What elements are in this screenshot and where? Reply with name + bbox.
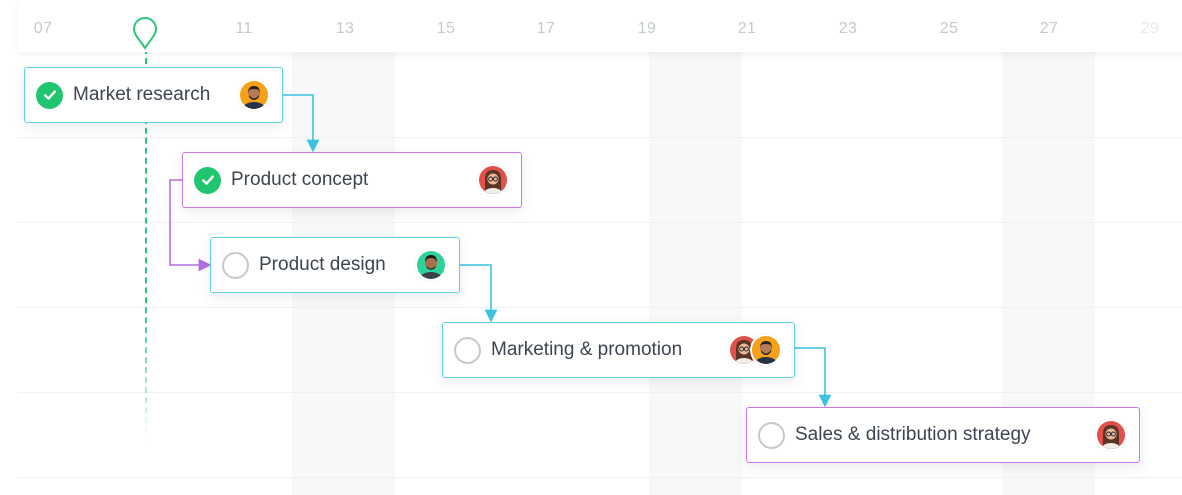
row-divider bbox=[18, 222, 1182, 223]
day-label: 27 bbox=[1039, 20, 1059, 37]
dependency-arrow bbox=[169, 179, 212, 272]
task-bar-product-concept[interactable]: Product concept bbox=[182, 152, 522, 208]
row-divider bbox=[18, 392, 1182, 393]
dependency-arrow bbox=[460, 264, 498, 323]
row-divider bbox=[18, 307, 1182, 308]
today-pin-icon[interactable] bbox=[132, 16, 158, 50]
day-label: 21 bbox=[737, 20, 757, 37]
check-icon[interactable] bbox=[36, 81, 63, 109]
task-bar-sales-distribution-strategy[interactable]: Sales & distribution strategy bbox=[746, 407, 1140, 463]
avatar[interactable] bbox=[415, 249, 447, 281]
dependency-arrow bbox=[795, 347, 832, 408]
task-bar-product-design[interactable]: Product design bbox=[210, 237, 460, 293]
assignees bbox=[238, 79, 270, 111]
day-label: 25 bbox=[939, 20, 959, 37]
assignees bbox=[1095, 419, 1127, 451]
task-name: Market research bbox=[73, 84, 211, 105]
task-name: Sales & distribution strategy bbox=[795, 424, 1031, 445]
task-name: Marketing & promotion bbox=[491, 339, 683, 360]
avatar[interactable] bbox=[750, 334, 782, 366]
today-line bbox=[145, 48, 147, 443]
day-label: 19 bbox=[637, 20, 657, 37]
check-icon[interactable] bbox=[194, 166, 221, 194]
day-label: 23 bbox=[838, 20, 858, 37]
avatar[interactable] bbox=[477, 164, 509, 196]
empty-circle-icon[interactable] bbox=[758, 421, 785, 449]
day-label: 17 bbox=[536, 20, 556, 37]
avatar[interactable] bbox=[238, 79, 270, 111]
assignees bbox=[477, 164, 509, 196]
assignees bbox=[415, 249, 447, 281]
day-label: 29 bbox=[1140, 20, 1160, 37]
day-label: 07 bbox=[33, 20, 53, 37]
task-bar-market-research[interactable]: Market research bbox=[24, 67, 283, 123]
weekend-column bbox=[649, 52, 742, 495]
avatar[interactable] bbox=[1095, 419, 1127, 451]
day-label: 13 bbox=[335, 20, 355, 37]
dependency-arrow bbox=[283, 94, 320, 153]
row-divider bbox=[18, 477, 1182, 478]
empty-circle-icon[interactable] bbox=[222, 251, 249, 279]
task-name: Product design bbox=[259, 254, 386, 275]
empty-circle-icon[interactable] bbox=[454, 336, 481, 364]
task-bar-marketing-promotion[interactable]: Marketing & promotion bbox=[442, 322, 795, 378]
day-label: 11 bbox=[235, 20, 253, 37]
day-label: 15 bbox=[436, 20, 456, 37]
task-name: Product concept bbox=[231, 169, 369, 190]
row-divider bbox=[18, 137, 1182, 138]
timeline-header: 07 09 11 13 15 17 19 21 23 25 27 29 bbox=[18, 0, 1182, 52]
assignees bbox=[728, 334, 782, 366]
